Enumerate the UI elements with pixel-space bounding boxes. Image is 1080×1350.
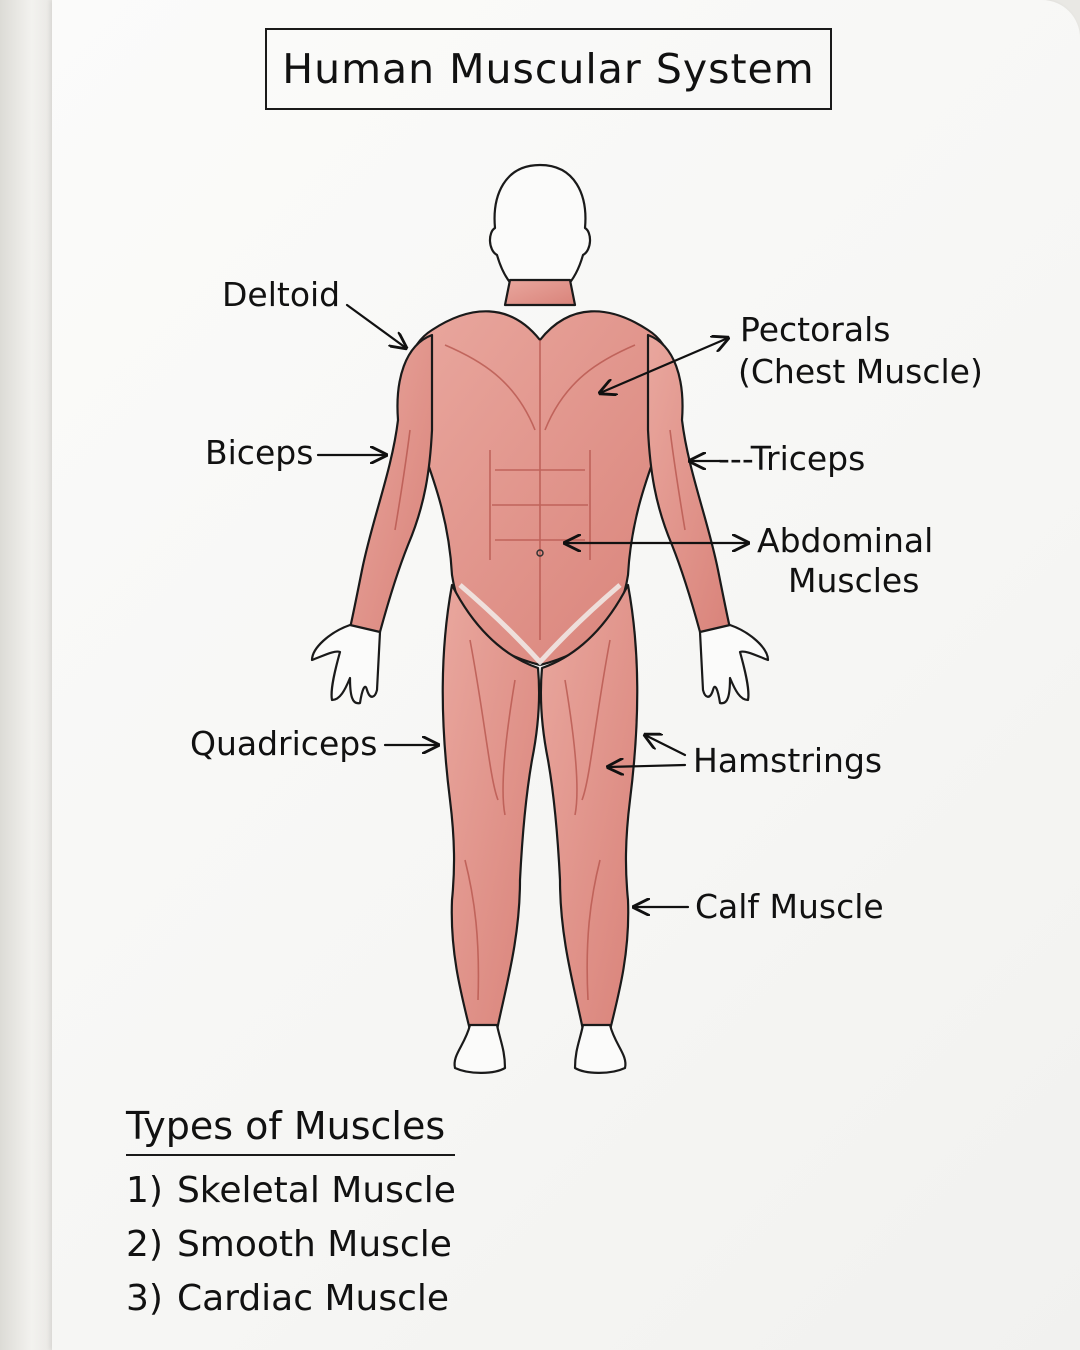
list-item-name: Cardiac Muscle [176,1278,450,1319]
label-abdominal-sub: Muscles [788,561,920,600]
head [488,163,592,300]
types-heading: Types of Muscles [126,1104,456,1156]
list-item-name: Smooth Muscle [176,1224,452,1265]
types-list: 1) Skeletal Muscle 2) Smooth Muscle 3) C… [126,1170,456,1332]
navel [536,549,544,557]
label-abdominal: Abdominal [757,521,934,560]
label-triceps: ---Triceps [718,439,866,478]
leader-arrows [316,303,748,907]
list-item-number: 3) [126,1278,163,1319]
right-arm [646,333,732,634]
right-hand [698,623,770,705]
page-title: Human Muscular System [282,45,815,93]
list-item: 2) Smooth Muscle [126,1224,456,1278]
body-figure [310,163,770,1074]
label-biceps: Biceps [205,433,314,472]
list-item: 1) Skeletal Muscle [126,1170,456,1224]
left-hand [310,623,382,705]
hamstrings-arrow-1 [645,735,687,757]
title-box: Human Muscular System [265,28,832,110]
left-arm [348,333,434,634]
list-item-number: 1) [126,1170,163,1211]
label-pectorals: Pectorals [740,310,891,349]
binding-shadow [0,0,58,1350]
neck [503,278,577,307]
deltoid-arrow [345,303,406,348]
label-quadriceps: Quadriceps [190,724,378,763]
pectorals-arrow [600,338,728,393]
left-foot [453,1023,507,1074]
hamstrings-arrow-2 [608,765,687,767]
list-item-number: 2) [126,1224,163,1265]
label-hamstrings: Hamstrings [693,741,883,780]
muscle-details [394,340,686,1001]
list-item: 3) Cardiac Muscle [126,1278,456,1332]
label-calf-muscle: Calf Muscle [695,887,884,926]
label-pectorals-sub: (Chest Muscle) [738,352,983,391]
list-item-name: Skeletal Muscle [176,1170,456,1211]
right-leg [539,583,639,1032]
label-deltoid: Deltoid [222,275,341,314]
left-leg [441,583,541,1032]
right-foot [573,1023,627,1074]
